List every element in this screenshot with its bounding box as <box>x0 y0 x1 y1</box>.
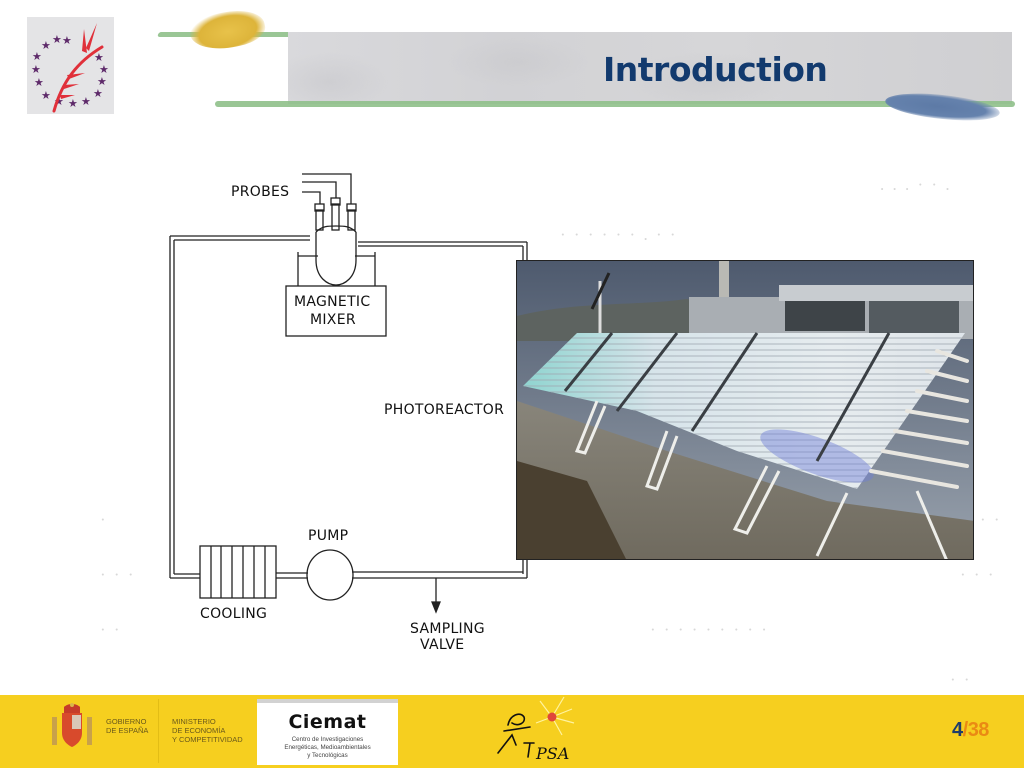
sampling-valve-label-2: VALVE <box>420 637 465 653</box>
svg-text:★: ★ <box>94 51 104 64</box>
faint-background-text: · · · <box>960 565 996 584</box>
svg-text:★: ★ <box>97 75 107 88</box>
faint-background-text: · · · <box>100 565 136 584</box>
gobierno-line-1: GOBIERNO <box>106 717 147 726</box>
ciemat-line-3: y Tecnológicas <box>307 752 348 759</box>
svg-text:★: ★ <box>32 50 42 63</box>
ministerio-line-2: DE ECONOMÍA <box>172 726 226 735</box>
slide-header: ★★★ ★★★ ★★★ ★★★ ★★ Introduction <box>0 0 1024 130</box>
faint-background-text: · · · · · · . · · <box>560 225 678 244</box>
probes-label: PROBES <box>231 184 290 200</box>
psa-sun-logo-icon: PSA <box>497 696 575 763</box>
gobierno-line-2: DE ESPAÑA <box>106 726 149 735</box>
gobierno-text: GOBIERNO DE ESPAÑA <box>106 717 148 735</box>
psa-text: PSA <box>535 744 569 763</box>
ministerio-text: MINISTERIO DE ECONOMÍA Y COMPETITIVIDAD <box>172 717 243 744</box>
svg-text:★: ★ <box>54 95 64 108</box>
footer-divider <box>158 699 159 763</box>
faint-background-text: · · <box>100 620 122 639</box>
svg-text:★: ★ <box>31 63 41 76</box>
ciemat-name: Ciemat <box>288 711 367 733</box>
photoreactor-photo <box>516 260 974 560</box>
ministerio-line-1: MINISTERIO <box>172 717 216 726</box>
svg-text:★: ★ <box>93 87 103 100</box>
svg-text:★: ★ <box>81 95 91 108</box>
page-current: 4 <box>952 719 963 741</box>
slide-footer: GOBIERNO DE ESPAÑA MINISTERIO DE ECONOMÍ… <box>0 695 1024 768</box>
pump-label: PUMP <box>308 528 349 544</box>
page-separator: / <box>962 719 969 741</box>
page-number: 4/38 <box>952 719 989 742</box>
title-band <box>288 32 1012 104</box>
svg-text:★: ★ <box>52 33 62 46</box>
svg-text:★: ★ <box>41 89 51 102</box>
faint-background-text: · · <box>980 510 1002 529</box>
faint-background-text: · <box>100 510 108 529</box>
photoreactor-label: PHOTOREACTOR <box>384 402 505 418</box>
ciemat-logo: Ciemat Centro de Investigaciones Energét… <box>257 699 398 765</box>
spain-coat-of-arms-icon <box>52 703 92 747</box>
yellow-brush-decoration <box>187 4 268 56</box>
photoreactor-circuit-diagram: PROBES MAGNETIC MIXER PHOTOREACTOR PUMP … <box>150 160 530 670</box>
magnetic-mixer-label-1: MAGNETIC <box>294 294 371 310</box>
ciemat-line-2: Energéticas, Medioambientales <box>284 744 371 751</box>
ciemat-line-1: Centro de Investigaciones <box>291 736 364 743</box>
svg-text:★: ★ <box>41 39 51 52</box>
svg-text:★: ★ <box>99 63 109 76</box>
sampling-valve-label-1: SAMPLING <box>410 621 485 637</box>
page-title: Introduction <box>603 50 828 89</box>
faint-background-text: . . . · · . <box>880 175 952 194</box>
eu-logo-icon: ★★★ ★★★ ★★★ ★★★ ★★ <box>27 17 114 114</box>
svg-text:★: ★ <box>62 34 72 47</box>
magnetic-mixer-label-2: MIXER <box>310 312 356 328</box>
faint-background-text: · · <box>950 670 972 689</box>
page-total: 38 <box>967 719 990 741</box>
cooling-label: COOLING <box>200 606 268 622</box>
faint-background-text: · · · · · · · · · <box>650 620 769 639</box>
green-brush-stroke-bottom <box>215 101 1015 107</box>
svg-text:★: ★ <box>34 76 44 89</box>
svg-text:★: ★ <box>68 97 78 110</box>
ministerio-line-3: Y COMPETITIVIDAD <box>172 735 243 744</box>
ciemat-subtitle: Centro de Investigaciones Energéticas, M… <box>257 736 398 760</box>
